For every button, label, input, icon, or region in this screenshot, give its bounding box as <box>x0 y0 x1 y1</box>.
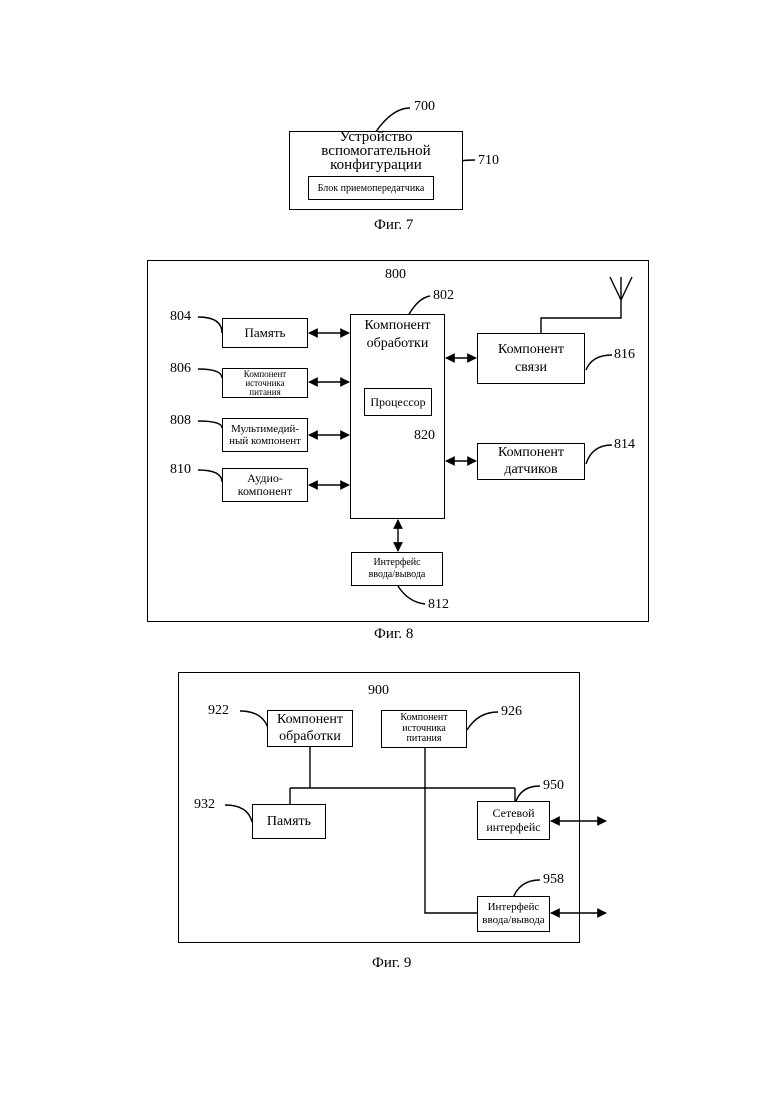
ref-958: 958 <box>543 872 564 888</box>
ref-926: 926 <box>501 704 522 720</box>
power-label-line3: питания <box>249 388 280 397</box>
audio-label-line2: компонент <box>238 485 292 498</box>
ref-814: 814 <box>614 437 635 453</box>
comm-label-line1: Компонент <box>498 341 564 359</box>
processing-label-line2: обработки <box>350 337 445 352</box>
fig9-processing-box: Компонент обработки <box>267 710 353 747</box>
ref-922: 922 <box>208 703 229 719</box>
network-label-line1: Сетевой <box>492 807 534 821</box>
network-interface-box: Сетевой интерфейс <box>477 801 550 840</box>
fig7-caption: Фиг. 7 <box>374 217 413 234</box>
io-label-line2: ввода/вывода <box>369 569 426 581</box>
fig9-power-box: Компонент источника питания <box>381 710 467 748</box>
aux-config-title-line3: конфигурации <box>289 158 463 174</box>
ref-710: 710 <box>478 153 499 169</box>
processing-label-line1: Компонент <box>350 319 445 334</box>
transceiver-label: Блок приемопередатчика <box>318 183 425 194</box>
fig9-caption: Фиг. 9 <box>372 955 411 972</box>
audio-component-box: Аудио- компонент <box>222 468 308 502</box>
ref-812: 812 <box>428 597 449 613</box>
fig9-io-line1: Интерфейс <box>488 901 540 914</box>
ref-820: 820 <box>414 428 435 444</box>
processor-label: Процессор <box>370 395 425 410</box>
power-component-box: Компонент источника питания <box>222 368 308 398</box>
fig9-memory-box: Память <box>252 804 326 839</box>
comm-label-line2: связи <box>515 359 547 377</box>
network-label-line2: интерфейс <box>486 821 540 835</box>
memory-label: Память <box>245 325 286 341</box>
ref-900: 900 <box>368 683 389 699</box>
ref-806: 806 <box>170 361 191 377</box>
multimedia-label-line2: ный компонент <box>229 435 301 447</box>
transceiver-block: Блок приемопередатчика <box>308 176 434 200</box>
sensor-label-line2: датчиков <box>504 462 557 478</box>
fig9-power-line3: питания <box>407 734 442 745</box>
ref-700: 700 <box>414 99 435 115</box>
communication-component-box: Компонент связи <box>477 333 585 384</box>
fig9-processing-line1: Компонент <box>277 712 343 728</box>
ref-808: 808 <box>170 413 191 429</box>
io-interface-box: Интерфейс ввода/вывода <box>351 552 443 586</box>
ref-810: 810 <box>170 462 191 478</box>
processor-box: Процессор <box>364 388 432 416</box>
io-label-line1: Интерфейс <box>373 557 420 569</box>
ref-950: 950 <box>543 778 564 794</box>
ref-816: 816 <box>614 347 635 363</box>
sensor-component-box: Компонент датчиков <box>477 443 585 480</box>
fig8-caption: Фиг. 8 <box>374 626 413 643</box>
ref-802: 802 <box>433 288 454 304</box>
fig9-io-line2: ввода/вывода <box>482 914 544 927</box>
memory-box: Память <box>222 318 308 348</box>
ref-932: 932 <box>194 797 215 813</box>
multimedia-label-line1: Мультимедий- <box>231 423 299 435</box>
fig9-memory-label: Память <box>267 814 311 830</box>
ref-800: 800 <box>385 267 406 283</box>
fig9-io-interface-box: Интерфейс ввода/вывода <box>477 896 550 932</box>
multimedia-component-box: Мультимедий- ный компонент <box>222 418 308 452</box>
ref-804: 804 <box>170 309 191 325</box>
sensor-label-line1: Компонент <box>498 445 564 461</box>
fig9-processing-line2: обработки <box>279 729 341 745</box>
